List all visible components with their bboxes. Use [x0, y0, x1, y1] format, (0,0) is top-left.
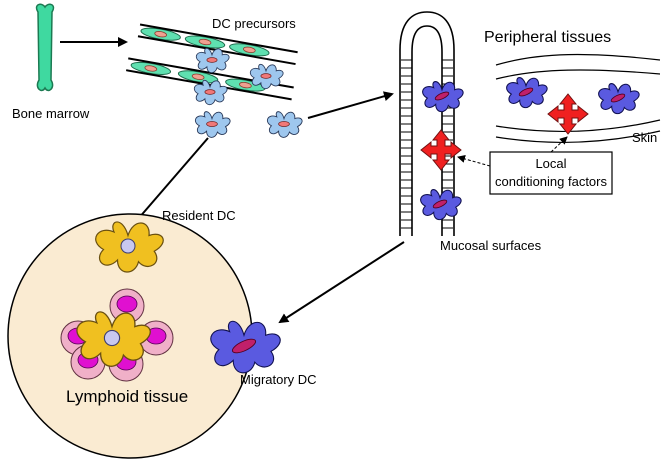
blood-vessel-icon — [137, 23, 298, 66]
migratory-dc-icon — [422, 81, 464, 113]
local-conditioning-label-line2: conditioning factors — [495, 174, 608, 189]
arrow-precursors-to-resident — [130, 137, 209, 228]
conditioning-factor-icon — [420, 129, 462, 171]
migratory-dc-icon — [209, 320, 282, 374]
t-cell-icon — [109, 288, 145, 324]
migratory-dc-label: Migratory DC — [240, 372, 317, 387]
dc-precursor-icon — [193, 79, 228, 106]
local-conditioning-box — [489, 151, 613, 195]
bone-icon — [35, 3, 55, 92]
dc-precursors-label: DC precursors — [212, 16, 296, 31]
conditioning-factor-icon — [547, 93, 589, 135]
skin-icon — [495, 53, 661, 143]
lymphoid-tissue-label: Lymphoid tissue — [66, 387, 188, 406]
migratory-dc-icon — [506, 77, 548, 109]
arrow-tissue-to-lymphoid — [278, 241, 405, 324]
local-conditioning-label-line1: Local — [535, 156, 566, 171]
dc-precursor-icon — [249, 63, 284, 90]
dc-precursor-icon — [194, 111, 231, 138]
migratory-dc-icon — [598, 83, 640, 115]
villus-icon — [399, 11, 455, 236]
dc-precursor-icon — [266, 111, 303, 138]
arrow-precursors-to-periphery — [307, 91, 394, 119]
migratory-dc-icon — [420, 189, 462, 221]
dc-precursor-icon — [195, 47, 230, 74]
arrow-factor-to-mucosa — [457, 155, 491, 167]
mucosal-surfaces-label: Mucosal surfaces — [440, 238, 542, 253]
peripheral-tissues-label: Peripheral tissues — [484, 29, 611, 46]
skin-label: Skin — [632, 130, 657, 145]
resident-dc-label: Resident DC — [162, 208, 236, 223]
bone-marrow-label: Bone marrow — [12, 106, 90, 121]
resident-dc-icon — [94, 221, 165, 273]
arrow-factor-to-skin — [550, 136, 568, 153]
resident-dc-icon — [75, 310, 152, 368]
